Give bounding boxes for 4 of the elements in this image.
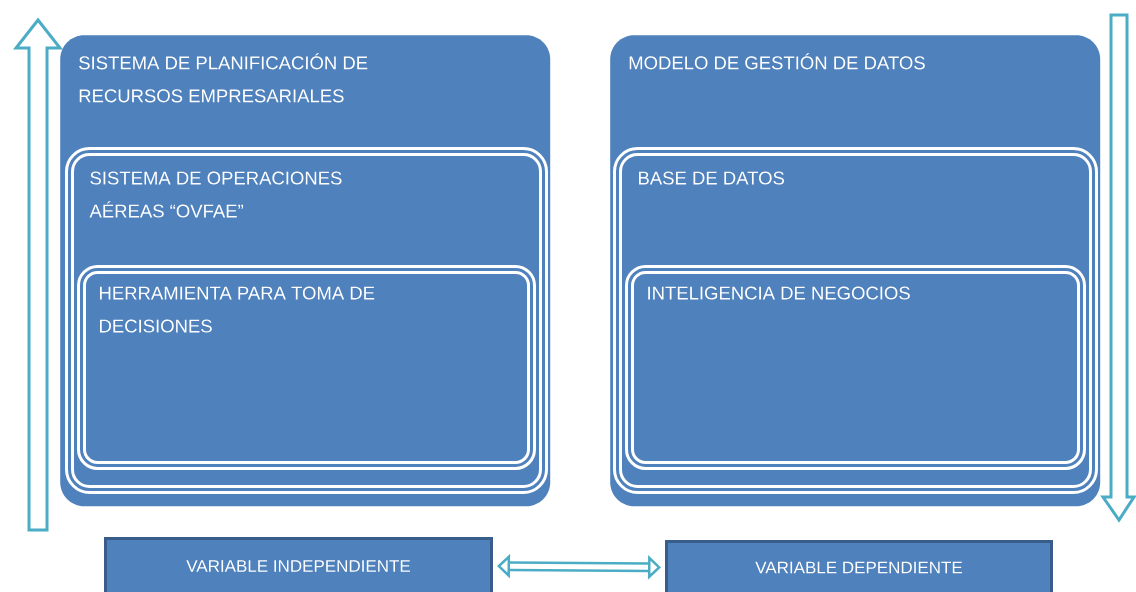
component-box: INTELIGENCIA DE NEGOCIOS bbox=[625, 265, 1086, 470]
variable-box: VARIABLE INDEPENDIENTE bbox=[104, 537, 493, 592]
component-box: HERRAMIENTA PARA TOMA DE DECISIONES bbox=[77, 265, 536, 470]
variable-box: VARIABLE DEPENDIENTE bbox=[665, 540, 1053, 592]
